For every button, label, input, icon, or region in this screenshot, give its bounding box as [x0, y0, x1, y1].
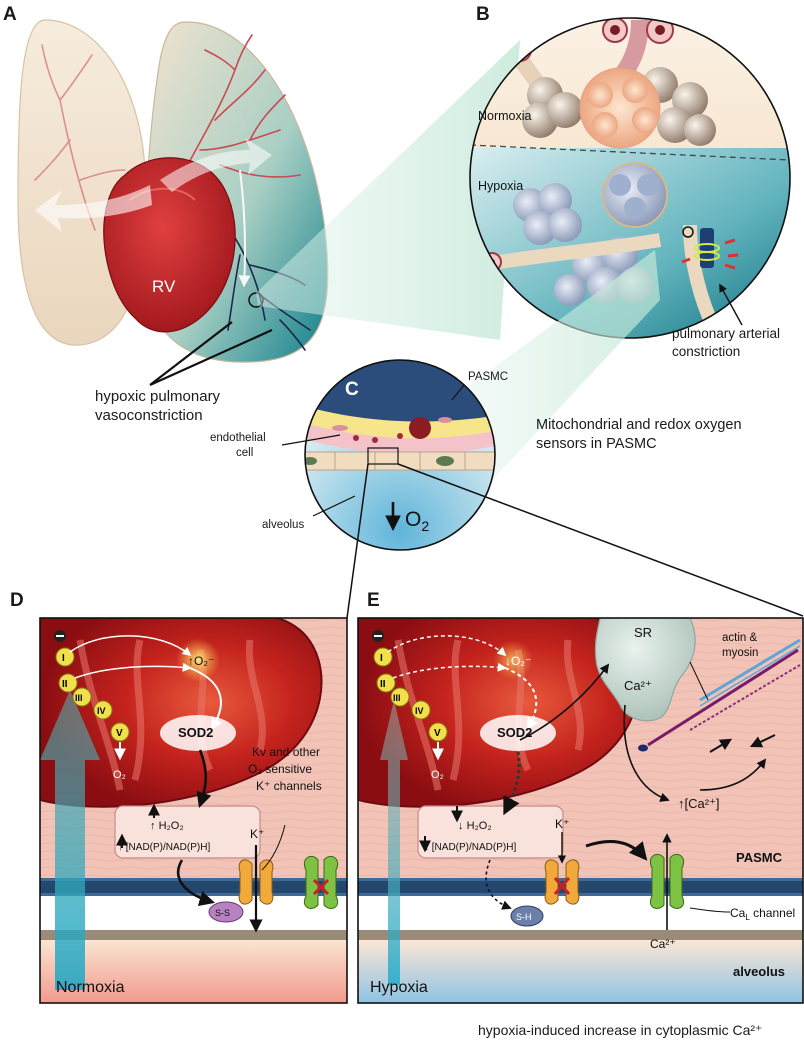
alveolus-label-e: alveolus — [733, 964, 785, 979]
panel-e-border — [357, 617, 804, 1004]
alveolus-pointer-c — [312, 495, 356, 517]
actin-line2-label: myosin — [722, 647, 758, 659]
complex-i-label-d: I — [62, 653, 65, 664]
ca-channel-label: CaL channel — [730, 906, 795, 922]
complex-iv-label-e: IV — [415, 706, 424, 716]
constriction-pointer — [719, 283, 743, 326]
endothelial-label-line2: cell — [236, 447, 254, 459]
pasmc-label-c: PASMC — [468, 371, 509, 383]
endothelial-pointer — [281, 434, 341, 446]
sensors-label-line1: Mitochondrial and redox oxygen — [536, 417, 742, 433]
pulmonary-vessels — [34, 34, 301, 231]
endothelial-label-line1: endothelial — [210, 432, 266, 444]
actin-line1-label: actin & — [722, 632, 757, 644]
panel-e-letter: E — [367, 590, 380, 611]
hypoxia-label-e: Hypoxia — [370, 979, 428, 996]
panel-c-letter: C — [345, 379, 359, 400]
panel-d-illustration — [40, 618, 347, 1003]
panel-a-letter: A — [3, 4, 17, 25]
o2-out-label-d: O₂ — [113, 769, 126, 781]
k-ion-label-e: K⁺ — [555, 817, 569, 831]
sr-label: SR — [634, 625, 652, 640]
sensors-label-line2: sensors in PASMC — [536, 436, 657, 452]
blood-flow-arrow-down — [238, 169, 251, 288]
channels-line2-d: O₂ sensitive — [248, 762, 312, 776]
ca-in-label: Ca²⁺ — [650, 937, 676, 951]
channels-line1-d: Kv and other — [252, 745, 320, 759]
o2-out-label-e: O₂ — [431, 769, 444, 781]
panel-b-letter: B — [476, 4, 490, 25]
o2-label-c: O2 — [405, 508, 429, 534]
channels-line3-d: K⁺ channels — [256, 779, 322, 793]
zoom-cone-a-to-b — [256, 40, 520, 340]
complex-ii-label-e: II — [380, 679, 386, 690]
pasmc-pointer-c — [451, 384, 465, 401]
alveolus-label-c: alveolus — [262, 519, 305, 531]
h2o2-label-d: ↑ H₂O₂ — [150, 820, 184, 832]
blood-flow-arrow-left — [35, 185, 152, 232]
sod2-label-d: SOD2 — [178, 725, 213, 740]
nadp-label-d: ↑ [NAD(P)/NAD(P)H] — [118, 842, 210, 853]
panel-d-letter: D — [10, 590, 24, 611]
constriction-label-line1: pulmonary arterial — [672, 326, 781, 341]
panel-c-illustration: C O2 — [281, 359, 496, 551]
k-ion-label-d: K⁺ — [250, 827, 264, 841]
superoxide-up-label-d: ↑O₂⁻ — [188, 654, 214, 668]
zoom-line-c-to-d — [346, 463, 369, 619]
panel-e-labels: I II III IV V ↓O₂⁻ SOD2 O₂ SR Ca²⁺ actin… — [370, 625, 795, 996]
normoxia-label-b: Normoxia — [478, 109, 532, 123]
nadp-label-e: ↓ [NAD(P)/NAD(P)H] — [424, 842, 516, 853]
superoxide-down-label-e: ↓O₂⁻ — [505, 654, 531, 668]
sh-label-e: S-H — [516, 912, 532, 922]
ca-sr-label: Ca²⁺ — [624, 678, 652, 693]
hpv-label-line1: hypoxic pulmonary — [95, 388, 221, 405]
panel-d-border — [39, 617, 348, 1004]
constriction-label-line2: constriction — [672, 344, 741, 359]
normoxia-label-d: Normoxia — [56, 979, 125, 996]
rv-label: RV — [152, 277, 176, 296]
figure-caption: hypoxia-induced increase in cytoplasmic … — [478, 1022, 763, 1038]
hpv-label-line2: vasoconstriction — [95, 407, 203, 424]
ss-label-d: S-S — [215, 908, 230, 918]
zoom-line-c-to-e — [397, 463, 804, 617]
panel-d-labels: I II III IV V ↑O₂⁻ SOD2 O₂ ↑ H₂O₂ ↑ [NAD… — [56, 653, 322, 996]
h2o2-label-e: ↓ H₂O₂ — [458, 820, 492, 832]
complex-iv-label-d: IV — [97, 706, 106, 716]
panel-a-illustration: RV — [17, 19, 329, 387]
zoom-cone-b-to-c — [455, 250, 660, 520]
complex-v-label-d: V — [116, 728, 123, 739]
hpv-pointer-lines — [149, 321, 273, 387]
complex-ii-label-d: II — [62, 679, 68, 690]
complex-iii-label-d: III — [75, 693, 83, 703]
blood-flow-arrow-right — [160, 138, 272, 192]
pasmc-label-e: PASMC — [736, 850, 783, 865]
sod2-label-e: SOD2 — [497, 725, 532, 740]
complex-v-label-e: V — [434, 728, 441, 739]
hypoxia-label-b: Hypoxia — [478, 179, 523, 193]
complex-i-label-e: I — [380, 653, 383, 664]
complex-iii-label-e: III — [393, 693, 401, 703]
panel-e-illustration — [358, 618, 803, 1003]
ca-cyto-label: ↑[Ca²⁺] — [678, 796, 720, 811]
